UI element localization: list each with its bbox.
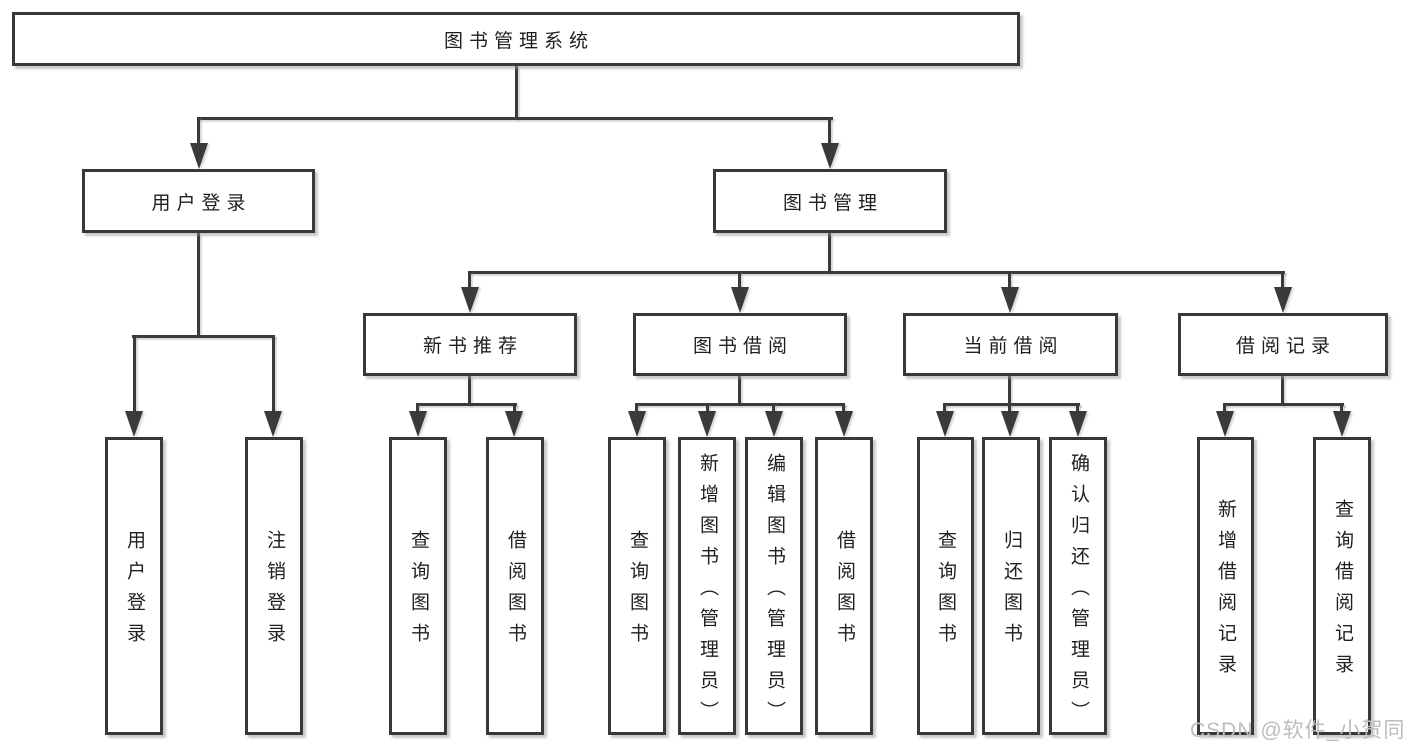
arrowhead-down-icon: [461, 287, 479, 313]
connector-line: [468, 271, 1285, 274]
connector-line: [416, 403, 419, 415]
connector-line: [635, 403, 638, 415]
node-current-borrow: 当前借阅: [903, 313, 1118, 376]
arrowhead-down-icon: [835, 411, 853, 437]
leaf-return-book: 归还图书: [982, 437, 1040, 735]
leaf-confirm-return-admin: 确认归还（管理员）: [1049, 437, 1107, 735]
arrowhead-down-icon: [1001, 287, 1019, 313]
node-user-login: 用户登录: [82, 169, 315, 233]
connector-line: [416, 403, 517, 406]
csdn-watermark: CSDN @软件_小贺同学: [1190, 719, 1405, 742]
connector-line: [197, 117, 833, 120]
connector-line: [828, 117, 831, 145]
arrowhead-down-icon: [698, 411, 716, 437]
arrowhead-down-icon: [1001, 411, 1019, 437]
connector-line: [513, 403, 516, 415]
connector-line: [197, 233, 200, 336]
connector-line: [772, 403, 775, 415]
connector-line: [1008, 271, 1011, 291]
arrowhead-down-icon: [190, 143, 208, 169]
leaf-query-books: 查询图书: [608, 437, 666, 735]
connector-line: [1340, 403, 1343, 415]
leaf-add-book-admin: 新增图书（管理员）: [678, 437, 736, 735]
connector-line: [133, 335, 136, 415]
connector-line: [943, 403, 1080, 406]
connector-line: [1223, 403, 1226, 415]
node-book-management: 图书管理: [713, 169, 947, 233]
connector-line: [468, 376, 471, 405]
leaf-query-books: 查询图书: [917, 437, 974, 735]
connector-line: [468, 271, 471, 291]
connector-line: [1076, 403, 1079, 415]
leaf-user-login: 用户登录: [105, 437, 163, 735]
leaf-edit-book-admin: 编辑图书（管理员）: [745, 437, 803, 735]
arrowhead-down-icon: [1333, 411, 1351, 437]
connector-line: [515, 66, 518, 119]
arrowhead-down-icon: [821, 143, 839, 169]
leaf-logout: 注销登录: [245, 437, 303, 735]
connector-line: [197, 117, 200, 145]
connector-line: [1223, 403, 1344, 406]
connector-line: [1008, 403, 1011, 415]
leaf-add-borrow-record: 新增借阅记录: [1197, 437, 1254, 735]
leaf-borrow-books: 借阅图书: [486, 437, 544, 735]
arrowhead-down-icon: [731, 287, 749, 313]
arrowhead-down-icon: [125, 411, 143, 437]
arrowhead-down-icon: [264, 411, 282, 437]
arrowhead-down-icon: [409, 411, 427, 437]
leaf-borrow-books: 借阅图书: [815, 437, 873, 735]
connector-line: [132, 335, 275, 338]
arrowhead-down-icon: [765, 411, 783, 437]
arrowhead-down-icon: [1069, 411, 1087, 437]
connector-line: [943, 403, 946, 415]
leaf-query-books: 查询图书: [389, 437, 447, 735]
arrowhead-down-icon: [505, 411, 523, 437]
node-root-system: 图书管理系统: [12, 12, 1020, 66]
node-book-borrow: 图书借阅: [633, 313, 847, 376]
connector-line: [828, 233, 831, 273]
connector-line: [738, 271, 741, 291]
connector-line: [1281, 271, 1284, 291]
connector-line: [1281, 376, 1284, 405]
node-borrow-records: 借阅记录: [1178, 313, 1388, 376]
arrowhead-down-icon: [1274, 287, 1292, 313]
node-new-book-recommend: 新书推荐: [363, 313, 577, 376]
arrowhead-down-icon: [936, 411, 954, 437]
connector-line: [738, 376, 741, 405]
connector-line: [635, 403, 845, 406]
arrowhead-down-icon: [628, 411, 646, 437]
connector-line: [706, 403, 709, 415]
leaf-query-borrow-record: 查询借阅记录: [1313, 437, 1371, 735]
connector-line: [842, 403, 845, 415]
arrowhead-down-icon: [1216, 411, 1234, 437]
connector-line: [1008, 376, 1011, 405]
connector-line: [272, 335, 275, 415]
